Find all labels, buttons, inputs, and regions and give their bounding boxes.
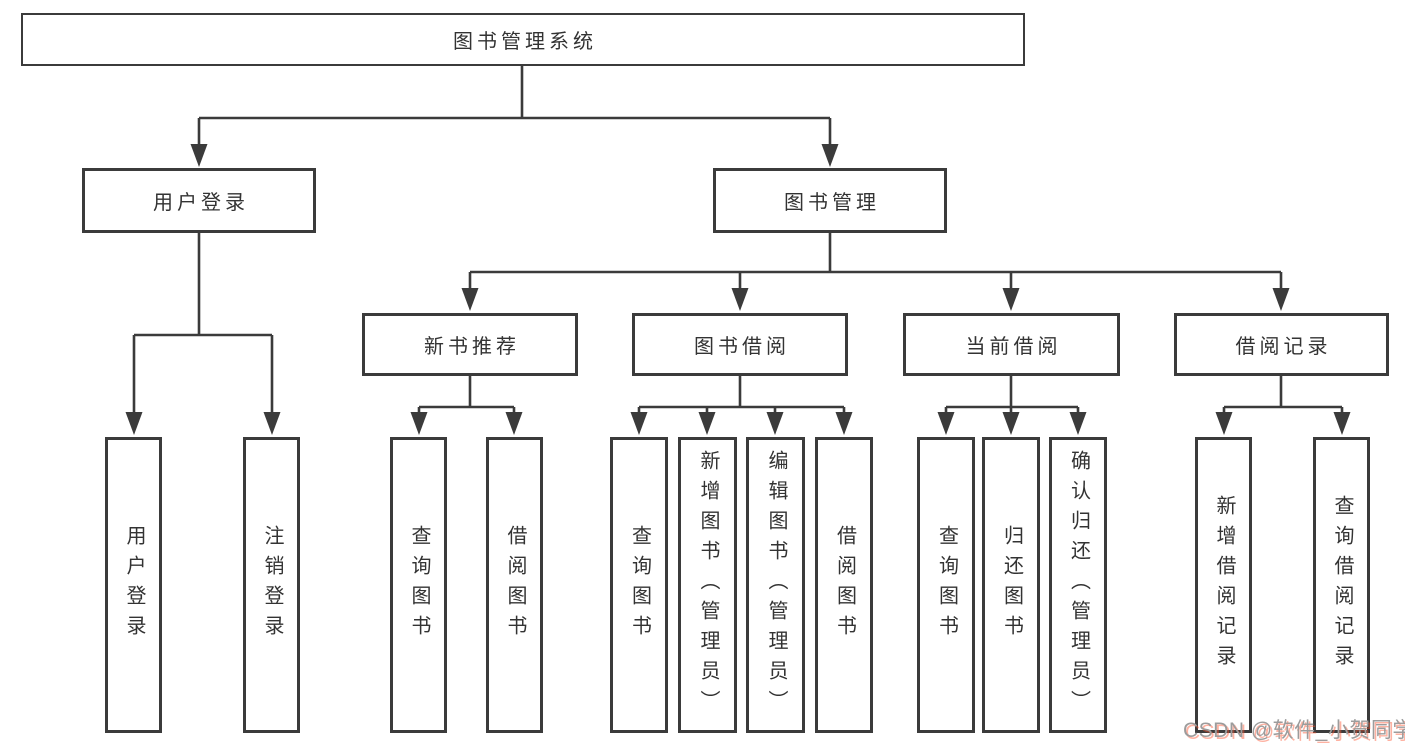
node-label: 归还图书 — [1000, 525, 1023, 645]
node-label: 图书借阅 — [694, 336, 790, 358]
leaf-edit-book-admin: 编辑图书（管理员） — [746, 437, 805, 733]
leaf-borrow-book-recommend: 借阅图书 — [486, 437, 543, 733]
node-label: 编辑图书（管理员） — [765, 450, 787, 720]
node-label: 借阅图书 — [504, 525, 526, 645]
node-label: 注销登录 — [261, 525, 283, 645]
node-label: 借阅记录 — [1235, 336, 1332, 358]
node-label: 用户登录 — [123, 525, 145, 645]
leaf-user-login: 用户登录 — [105, 437, 162, 733]
node-label: 当前借阅 — [965, 336, 1062, 358]
node-label: 新书推荐 — [424, 336, 520, 358]
leaf-query-book-borrowing: 查询图书 — [610, 437, 668, 733]
node-label: 确认归还（管理员） — [1067, 450, 1090, 720]
node-root-system: 图书管理系统 — [21, 13, 1025, 66]
leaf-return-book: 归还图书 — [982, 437, 1040, 733]
node-label: 图书管理系统 — [453, 31, 597, 53]
leaf-add-borrow-record: 新增借阅记录 — [1195, 437, 1252, 733]
leaf-query-book-recommend: 查询图书 — [390, 437, 447, 733]
node-label: 新增借阅记录 — [1213, 495, 1235, 675]
node-label: 查询图书 — [628, 525, 651, 645]
leaf-add-book-admin: 新增图书（管理员） — [678, 437, 737, 733]
node-current-borrowing: 当前借阅 — [903, 313, 1120, 376]
node-label: 查询图书 — [935, 525, 958, 645]
node-user-login: 用户登录 — [82, 168, 316, 233]
leaf-confirm-return-admin: 确认归还（管理员） — [1049, 437, 1107, 733]
leaf-logout: 注销登录 — [243, 437, 300, 733]
node-book-borrowing: 图书借阅 — [632, 313, 848, 376]
node-label: 用户登录 — [153, 192, 249, 214]
node-label: 借阅图书 — [833, 525, 856, 645]
node-borrow-records: 借阅记录 — [1174, 313, 1389, 376]
leaf-query-borrow-record: 查询借阅记录 — [1313, 437, 1370, 733]
leaf-borrow-book: 借阅图书 — [815, 437, 873, 733]
node-book-management: 图书管理 — [713, 168, 947, 233]
node-label: 查询图书 — [408, 525, 430, 645]
leaf-query-book-current: 查询图书 — [917, 437, 975, 733]
node-new-book-recommend: 新书推荐 — [362, 313, 578, 376]
csdn-watermark: CSDN @软件_小贺同学 — [1183, 719, 1405, 742]
node-label: 图书管理 — [784, 192, 880, 214]
node-label: 新增图书（管理员） — [697, 450, 719, 720]
node-label: 查询借阅记录 — [1331, 495, 1353, 675]
